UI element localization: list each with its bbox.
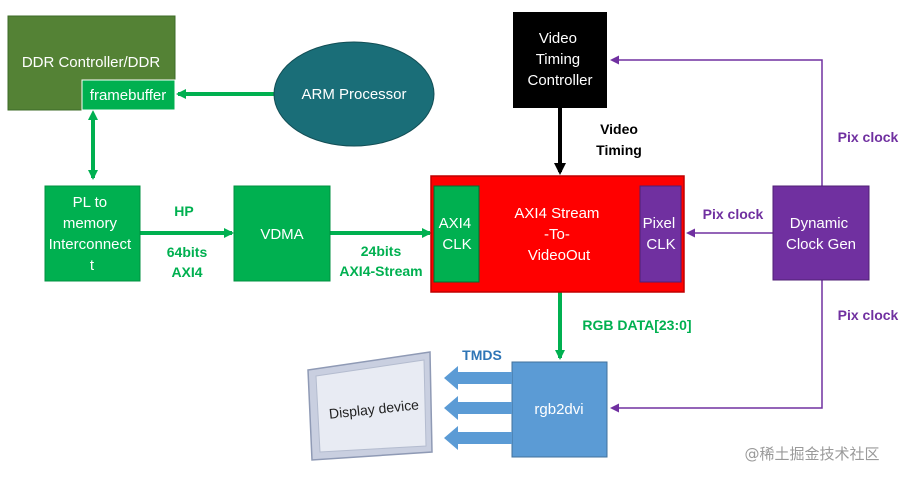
- svg-text:Video Timing Controlle: Video Timing Controller: [527, 30, 592, 89]
- framebuffer-label: framebuffer: [90, 87, 166, 104]
- ddr-controller-label: DDR Controller/DDR: [22, 54, 161, 71]
- clockgen-to-vtc-arrow: [610, 55, 823, 186]
- pl-interconnect-line-2: memory: [63, 215, 118, 232]
- pix-clock-top-label: Pix clock: [838, 129, 899, 145]
- pixel-clk-line-1: Pixel: [643, 215, 676, 232]
- tmds-label: TMDS: [462, 347, 502, 363]
- vtc-line-3: Controller: [527, 72, 592, 89]
- pixel-clk-box: [639, 185, 682, 283]
- rgb-data-label: RGB DATA[23:0]: [582, 317, 691, 333]
- pl-interconnect-line-3: Interconnect: [49, 236, 132, 253]
- clock-gen-line-2: Clock Gen: [786, 236, 856, 253]
- bits24-label: 24bits: [361, 243, 402, 259]
- clock-gen-line-1: Dynamic: [790, 215, 849, 232]
- timing-label: Timing: [596, 142, 642, 158]
- tmds-arrow-1: [444, 366, 512, 390]
- bits64-label: 64bits: [167, 244, 208, 260]
- axi4-stream-label: AXI4-Stream: [339, 263, 422, 279]
- rgb2dvi-label: rgb2dvi: [534, 401, 583, 418]
- tmds-arrow-2: [444, 396, 512, 420]
- arm-processor-label: ARM Processor: [301, 86, 406, 103]
- framebuffer-box: [81, 79, 176, 111]
- axi4-clk-line-1: AXI4: [439, 215, 472, 232]
- pix-clock-bottom-label: Pix clock: [838, 307, 899, 323]
- video-label: Video: [600, 121, 638, 137]
- vtc-line-1: Video: [539, 30, 577, 47]
- svg-text:Dynamic Clock Gen: Dynamic Clock Gen: [786, 215, 856, 253]
- vdma-box: [233, 185, 331, 282]
- pix-clock-mid-label: Pix clock: [703, 206, 764, 222]
- svg-text:Pixel CLK: Pixel CLK: [643, 215, 680, 253]
- axi4-stream-line-3: VideoOut: [528, 247, 591, 264]
- svg-text:AXI4 Stream -To- Video: AXI4 Stream -To- VideoOut: [514, 205, 603, 264]
- vdma-label: VDMA: [260, 226, 303, 243]
- rgb2dvi-box: [511, 361, 608, 458]
- dynamic-clock-gen-box: [772, 185, 870, 281]
- axi4-stream-line-1: AXI4 Stream: [514, 205, 599, 222]
- clockgen-to-rgb2dvi-arrow: [610, 280, 823, 413]
- axi4-stream-line-2: -To-: [544, 226, 570, 243]
- video-timing-controller-box: [513, 12, 607, 108]
- axi4-clk-box: [433, 185, 480, 283]
- hp-label: HP: [174, 203, 193, 219]
- svg-text:PL to memory Interconn: PL to memory Interconnect t: [49, 194, 136, 274]
- axi4-clk-line-2: CLK: [442, 236, 471, 253]
- arm-processor-node: [273, 41, 435, 147]
- vtc-line-2: Timing: [536, 51, 580, 68]
- pl-interconnect-line-1: PL to: [73, 194, 107, 211]
- pixel-clk-line-2: CLK: [646, 236, 675, 253]
- tmds-arrows: [444, 366, 512, 450]
- svg-text:AXI4 CLK: AXI4 CLK: [439, 215, 476, 253]
- display-device-screen: [315, 359, 427, 453]
- pl-interconnect-line-4: t: [90, 257, 95, 274]
- watermark-text: @稀土掘金技术社区: [744, 445, 879, 463]
- axi4-label: AXI4: [171, 264, 202, 280]
- pl-interconnect-box: [44, 185, 141, 282]
- display-device: Display device: [307, 351, 433, 461]
- tmds-arrow-3: [444, 426, 512, 450]
